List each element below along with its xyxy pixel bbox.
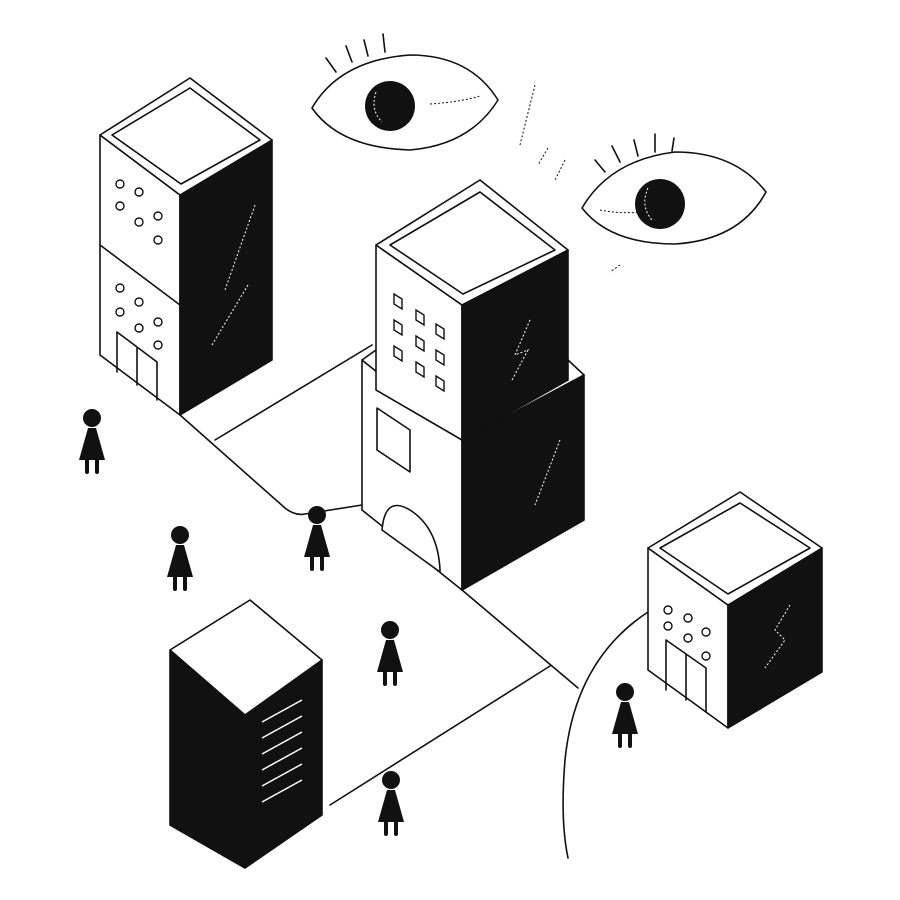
windows — [115, 179, 163, 350]
person-icon — [612, 683, 638, 748]
right-building — [647, 491, 823, 729]
roads — [179, 344, 649, 859]
person-icon — [377, 621, 403, 686]
person-icon — [378, 771, 404, 836]
gaze-lines — [519, 84, 621, 273]
people — [79, 409, 638, 836]
server-building — [169, 599, 323, 869]
person-icon — [304, 506, 330, 571]
eye-icon — [311, 33, 499, 151]
eye-icon — [581, 133, 767, 245]
person-icon — [167, 526, 193, 591]
person-icon — [79, 409, 105, 474]
center-building — [361, 179, 585, 591]
tall-building-left — [99, 77, 273, 416]
